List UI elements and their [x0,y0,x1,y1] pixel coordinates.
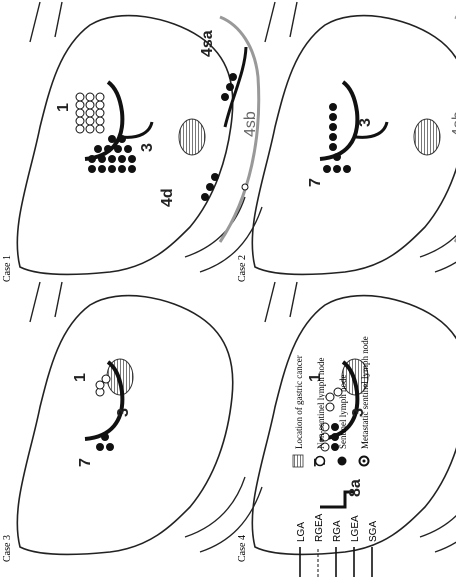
esophagus-outline [30,282,62,322]
case-1-panel: Case 1 1 3 4d 4sa 4sb [2,2,262,282]
station-label-3: 3 [139,143,156,152]
sentinel-node-swatch [338,457,347,466]
non-sentinel-node-swatch [316,457,325,466]
case-2-panel: Case 2 3 7 4sb [237,2,456,282]
stomach-outline [17,296,232,555]
esophagus-outline [30,2,62,42]
gastric-cancer-location [414,119,440,155]
station-label-4d: 4d [159,188,176,207]
station-label-4sa: 4sa [199,30,216,57]
esophagus-outline [265,282,297,322]
station-label-7: 7 [77,458,94,467]
lga-vessel [85,362,122,439]
legend-item: Non-sentinel lymph node [316,358,326,450]
esophagus-outline [265,2,297,42]
station-label-1: 1 [72,373,89,382]
lga-vessel [320,82,357,159]
vessel-legend: LGA RGEA RGA LGEA SGA [296,513,379,577]
duodenum-outline [185,477,262,552]
legend-item: Sentinel lymph node [338,375,348,450]
station-label-3: 3 [115,408,132,417]
station-label-4sb: 4sb [242,111,259,137]
cancer-location-swatch [293,455,303,467]
lga-branch [121,122,152,137]
station-label-8a: 8a [347,479,364,497]
station-label-3: 3 [357,118,374,127]
legend-item: SGA [368,521,379,542]
case-label: Case 1 [2,255,13,282]
legend-item: LGA [296,522,307,542]
case-label: Case 4 [237,535,248,562]
legend-item: RGA [332,520,343,542]
case-label: Case 3 [2,535,13,562]
station-label-7: 7 [307,178,324,187]
legend-item: Location of gastric cancer [294,355,304,449]
station-label-1: 1 [55,103,72,112]
case-3-panel: Case 3 1 3 7 [2,282,262,562]
gastric-cancer-location [179,119,205,155]
station-label-4sb: 4sb [450,111,456,137]
lymph-nodes [76,73,248,201]
legend-item: Metastatic sentinel lymph node [360,336,370,449]
case-label: Case 2 [237,255,248,282]
legend-item: RGEA [314,513,325,542]
legend-item: LGEA [350,515,361,542]
